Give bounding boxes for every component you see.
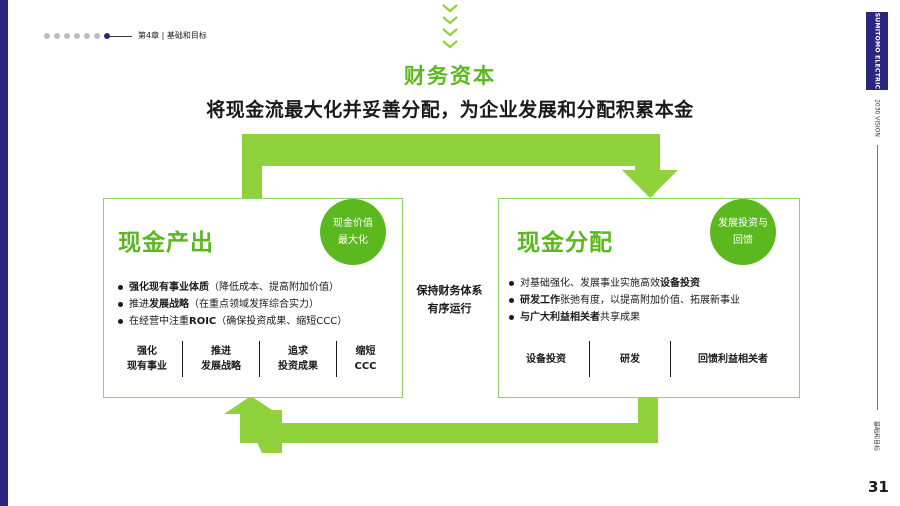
allocation-column: 研发	[620, 353, 640, 365]
list-item: 与广大利益相关者共享成果	[509, 309, 740, 326]
progress-dot	[54, 33, 60, 39]
list-item: 研发工作张弛有度，以提高附加价值、拓展新事业	[509, 292, 740, 309]
section-label: 基础和目标	[872, 420, 880, 452]
chevron-down-icon	[442, 16, 458, 25]
column-divider	[589, 341, 590, 377]
bullet-dot	[509, 281, 514, 286]
progress-dot	[44, 33, 50, 39]
breadcrumb: 第4章 | 基础和目标	[138, 31, 207, 40]
page-number: 31	[868, 478, 889, 496]
allocation-column: 回馈利益相关者	[698, 353, 768, 365]
column-divider	[182, 341, 183, 377]
vision-label: 2030 VISION	[873, 99, 881, 137]
top-arrow-bar	[242, 134, 660, 154]
bullet-dot	[118, 319, 123, 324]
list-item: 推进发展战略（在重点领域发挥综合实力）	[118, 296, 347, 313]
progress-dot	[64, 33, 70, 39]
sidebar-rule	[877, 145, 878, 410]
bullet-dot	[509, 315, 514, 320]
card-title: 现金产出	[118, 230, 214, 256]
top-flow-arrow	[242, 153, 669, 200]
progress-dot	[84, 33, 90, 39]
bottom-arrow-riser	[240, 412, 262, 443]
top-arrow-drop	[640, 134, 660, 172]
breadcrumb-rule	[106, 36, 132, 37]
bullet-dot	[118, 302, 123, 307]
column-divider	[336, 341, 337, 377]
allocation-columns: 设备投资 研发 回馈利益相关者	[503, 341, 795, 377]
bullet-dot	[118, 285, 123, 290]
chevron-down-icon	[442, 4, 458, 13]
progress-dot	[94, 33, 100, 39]
value-badge: 现金价值最大化	[320, 199, 386, 265]
list-item: 强化现有事业体质（降低成本、提高附加价值）	[118, 279, 347, 296]
page-subtitle: 将现金流最大化并妥善分配，为企业发展和分配积累本金	[206, 99, 694, 121]
bullet-dot	[509, 298, 514, 303]
column-divider	[670, 341, 671, 377]
bottom-arrow-head	[224, 396, 278, 414]
center-label: 保持财务体系 有序运行	[416, 284, 483, 315]
card-title: 现金分配	[517, 230, 613, 256]
column-divider	[259, 341, 260, 377]
focus-column: 强化现有事业	[127, 346, 167, 372]
allocation-column: 设备投资	[526, 353, 566, 365]
bullet-list: 对基础强化、发展事业实施高效设备投资 研发工作张弛有度，以提高附加价值、拓展新事…	[509, 275, 740, 326]
progress-dot	[74, 33, 80, 39]
focus-column: 追求投资成果	[278, 346, 318, 372]
investment-badge: 发展投资与回馈	[710, 199, 776, 265]
chevron-down-icon	[442, 28, 458, 37]
bottom-arrow-bar	[262, 423, 658, 443]
brand-logo-box	[866, 12, 888, 90]
brand-name: SUMITOMO ELECTRIC	[873, 12, 881, 90]
focus-column: 推进发展战略	[201, 346, 241, 372]
chevron-down-icon	[442, 40, 458, 49]
list-item: 对基础强化、发展事业实施高效设备投资	[509, 275, 740, 292]
bullet-list: 强化现有事业体质（降低成本、提高附加价值） 推进发展战略（在重点领域发挥综合实力…	[118, 279, 347, 330]
page-title: 财务资本	[404, 64, 496, 88]
left-accent-bar	[0, 0, 8, 506]
top-arrow-head	[622, 170, 678, 198]
